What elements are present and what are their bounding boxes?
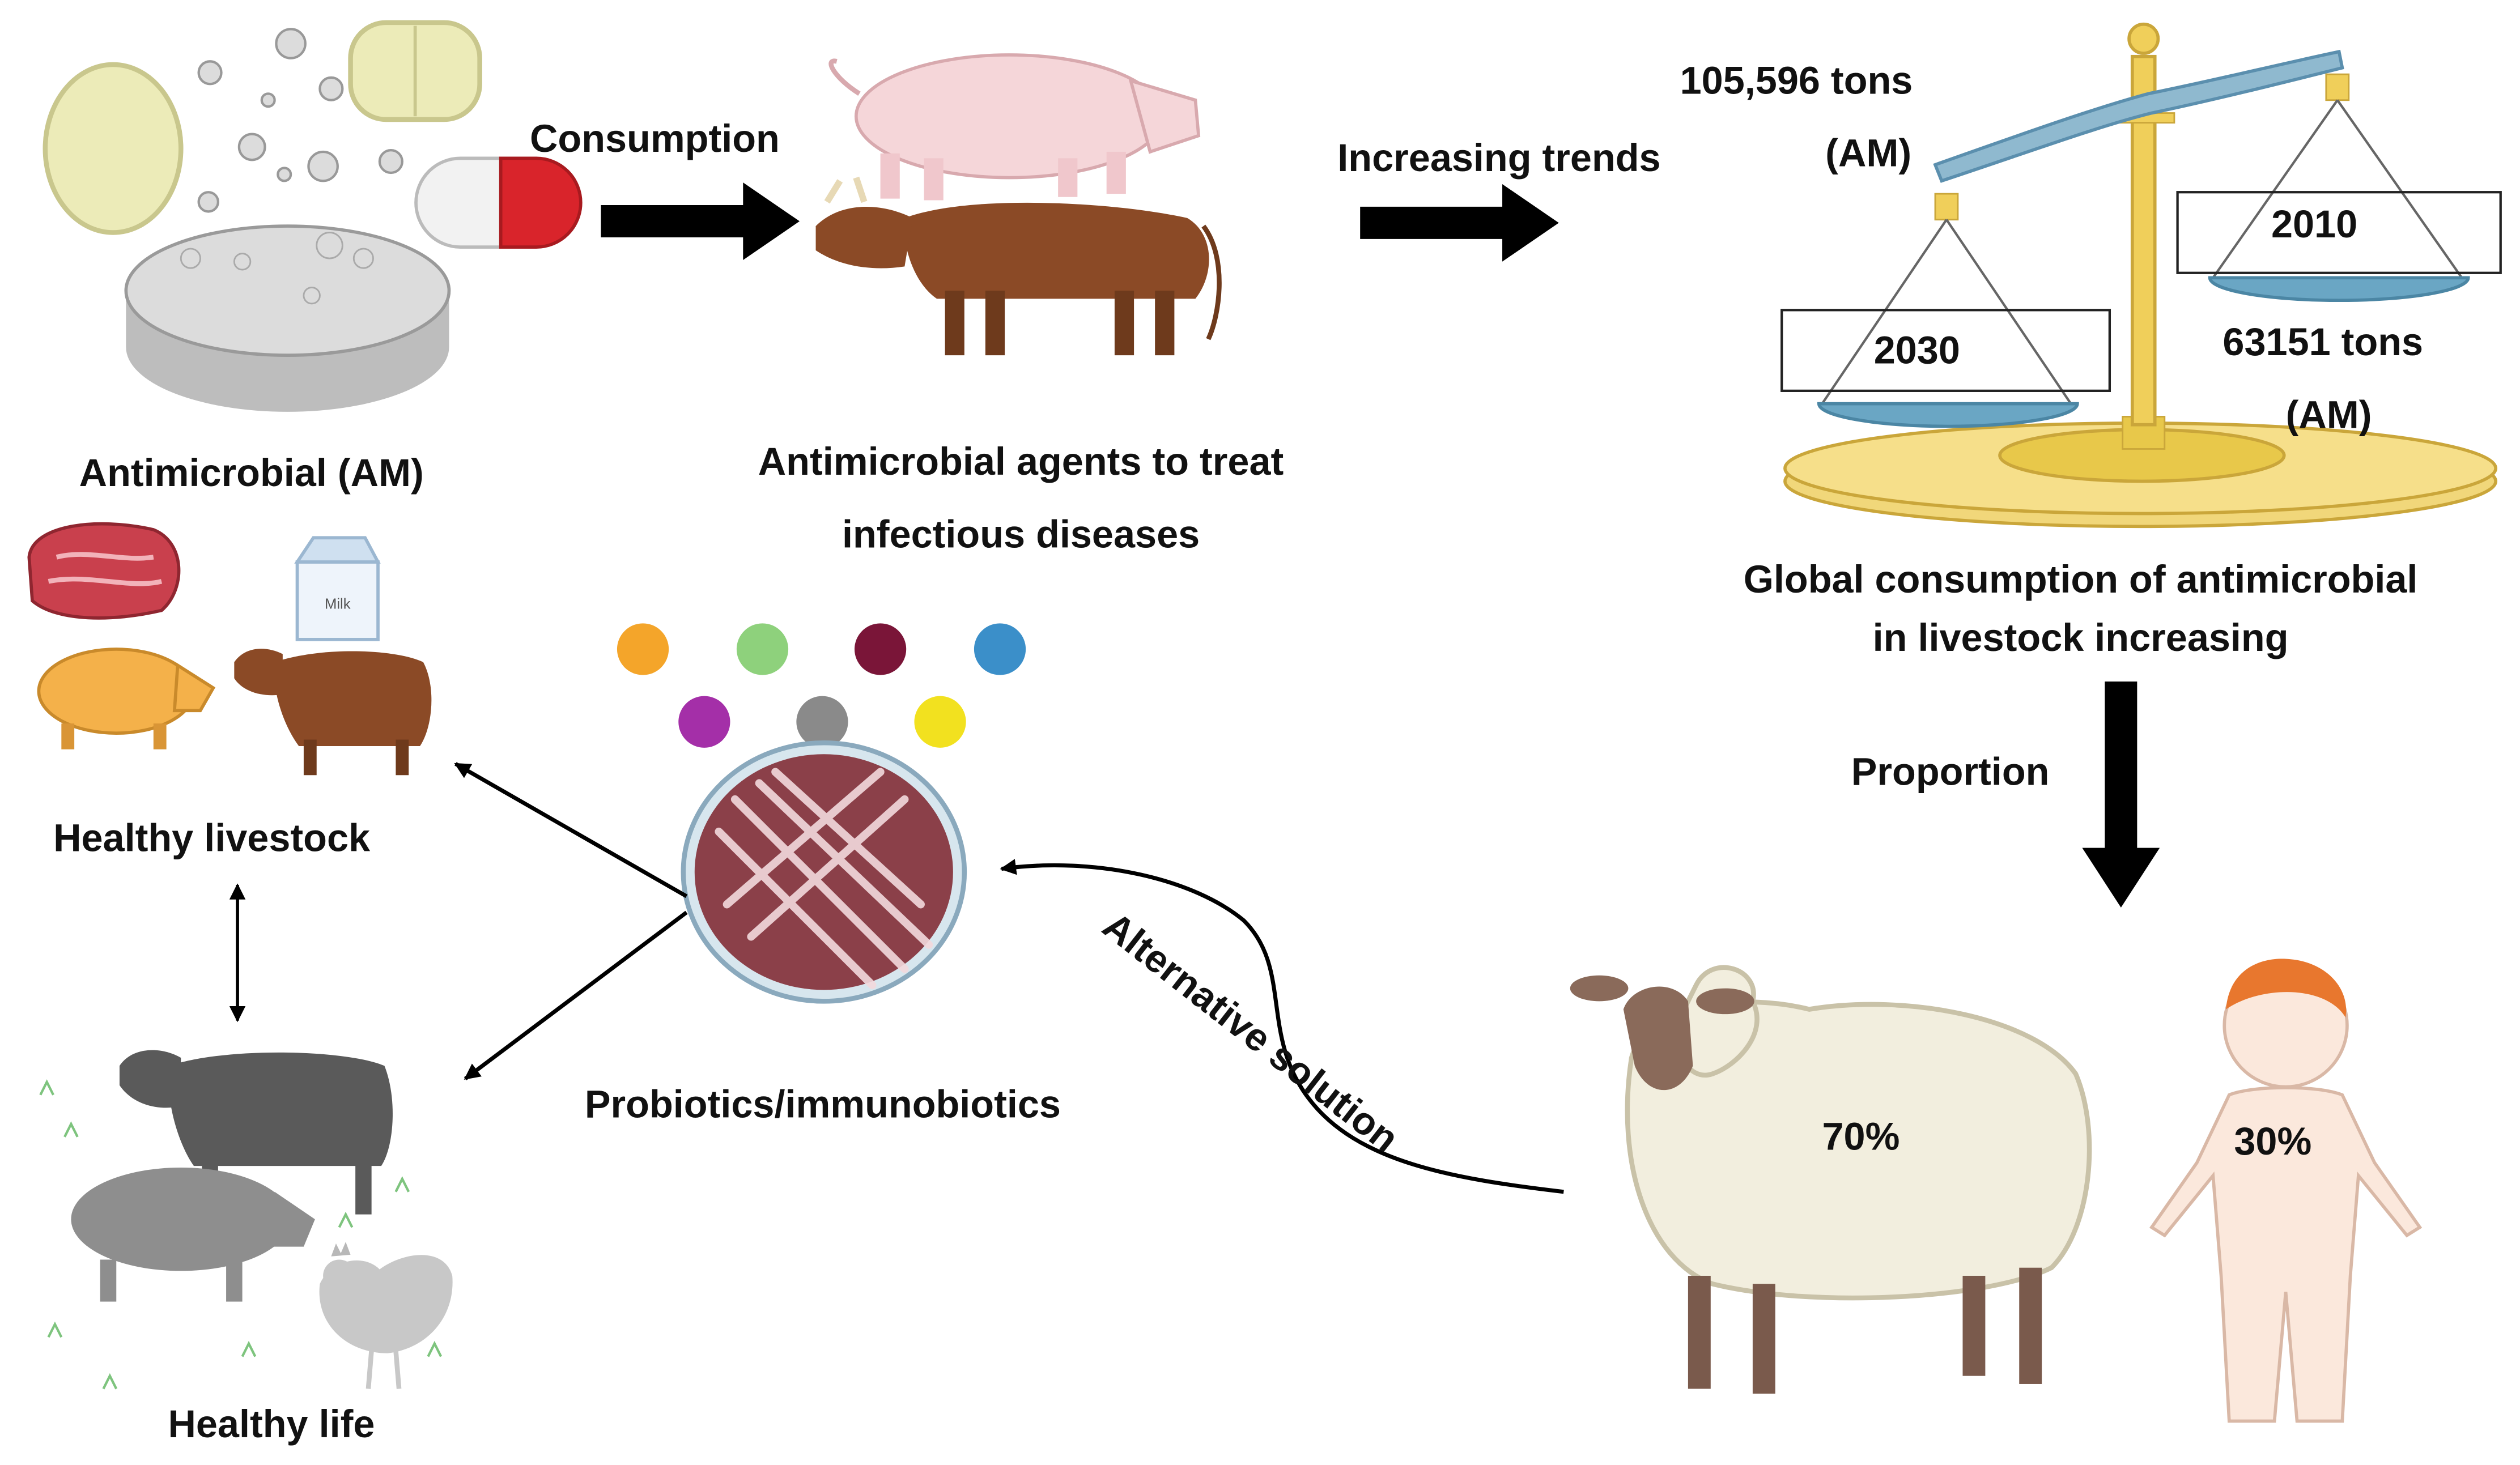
year-2010-label: 2010 [2271, 203, 2358, 248]
tons-2030-value: 105,596 tons [1680, 59, 1913, 104]
bubbles-icon [197, 28, 403, 213]
arrow-to-healthy-livestock [454, 762, 688, 898]
consumption-label: Consumption [529, 118, 780, 162]
human-figure-icon [2149, 959, 2423, 1423]
cow-icon [815, 176, 1222, 356]
probiotic-dot [678, 696, 730, 748]
tablet-icon [124, 224, 451, 412]
petri-dish-icon [681, 740, 967, 1004]
milk-label: Milk [325, 597, 351, 612]
human-share-label: 30% [2234, 1121, 2312, 1165]
probiotic-dot [796, 696, 848, 748]
small-pig-icon [37, 648, 216, 749]
year-2010-box [2176, 191, 2502, 274]
sheep-icon [1570, 965, 2092, 1394]
pig-icon [828, 53, 1201, 201]
probiotic-dot [736, 623, 789, 675]
proportion-arrow [2082, 681, 2160, 908]
global-consumption-line2: in livestock increasing [1872, 616, 2289, 661]
healthy-livestock-label: Healthy livestock [53, 817, 371, 861]
small-cow-icon [234, 649, 432, 776]
capsule-icon [414, 156, 583, 249]
agents-label-line1: Antimicrobial agents to treat [758, 441, 1284, 485]
milk-carton-icon: Milk [294, 536, 381, 641]
meat-icon [27, 522, 181, 620]
agents-label-line2: infectious diseases [842, 513, 1200, 557]
oval-pill-icon [43, 62, 184, 235]
probiotic-dot [914, 696, 966, 748]
probiotic-dots [617, 623, 1026, 748]
year-2030-label: 2030 [1873, 329, 1960, 373]
livestock-share-label: 70% [1822, 1115, 1900, 1160]
proportion-label: Proportion [1851, 751, 2050, 795]
tons-2010-value: 63151 tons [2222, 321, 2424, 365]
global-consumption-line1: Global consumption of antimicrobial [1743, 559, 2418, 603]
increasing-trends-label: Increasing trends [1337, 137, 1661, 181]
antimicrobial-pills [43, 20, 583, 412]
healthy-life-label: Healthy life [168, 1403, 375, 1447]
tons-2030-unit: (AM) [1825, 132, 1912, 176]
probiotic-dot [617, 623, 669, 675]
chicken-icon [319, 1242, 453, 1389]
increasing-trends-arrow [1360, 184, 1559, 262]
cow-silhouette-icon [119, 1050, 393, 1215]
antimicrobial-label: Antimicrobial (AM) [79, 452, 424, 496]
consumption-arrow [601, 182, 800, 260]
year-2030-box [1780, 309, 2111, 392]
alternative-solution-arrow [1000, 859, 1564, 1194]
scored-pill-icon [348, 20, 482, 122]
tons-2010-unit: (AM) [2285, 394, 2372, 438]
balance-scale-icon [1780, 22, 2502, 529]
arrow-to-healthy-life [464, 910, 688, 1081]
probiotics-label: Probiotics/immunobiotics [584, 1083, 1061, 1127]
probiotic-dot [854, 623, 907, 675]
pig-silhouette-icon [71, 1167, 315, 1302]
probiotic-dot [974, 623, 1026, 675]
